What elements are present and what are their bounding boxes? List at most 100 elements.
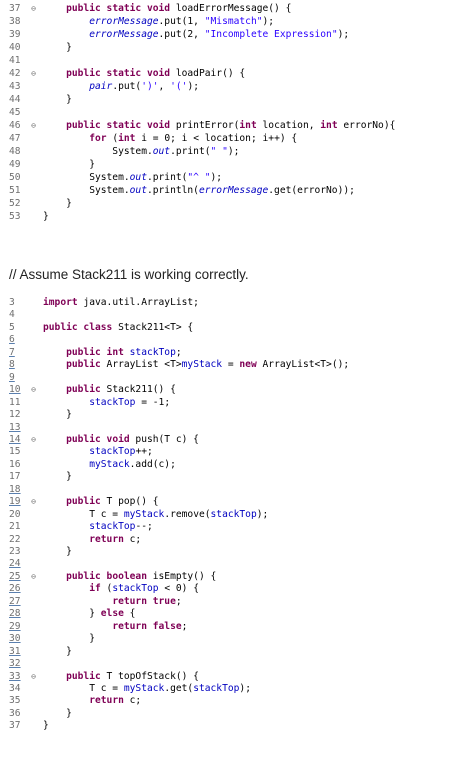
line-number: 38 bbox=[9, 16, 21, 27]
code-token: { bbox=[129, 608, 136, 620]
code-token bbox=[43, 521, 89, 532]
line-number: 8 bbox=[9, 359, 15, 371]
code-text: } bbox=[43, 719, 49, 732]
code-token: location, bbox=[262, 120, 321, 131]
code-text: } bbox=[43, 93, 72, 106]
field-token: out bbox=[152, 146, 171, 157]
code-token: ); bbox=[239, 682, 251, 694]
keyword-token: new bbox=[239, 359, 263, 371]
code-text: import java.util.ArrayList; bbox=[43, 296, 199, 309]
code-text: errorMessage.put(1, "Mismatch"); bbox=[43, 15, 274, 28]
field-token: stackTop bbox=[89, 521, 136, 533]
code-token: System. bbox=[43, 172, 130, 183]
collapse-circle-icon[interactable]: ⊖ bbox=[31, 385, 36, 395]
line-number: 28 bbox=[9, 608, 21, 620]
code-token: .println( bbox=[146, 185, 199, 196]
string-token: ')' bbox=[141, 81, 159, 92]
line-number: 41 bbox=[9, 55, 21, 66]
code-text: } bbox=[43, 41, 72, 54]
code-text: errorMessage.put(2, "Incomplete Expressi… bbox=[43, 28, 349, 41]
code-text: } bbox=[43, 158, 95, 171]
keyword-token: public static void bbox=[66, 3, 176, 14]
line-number: 13 bbox=[9, 421, 21, 433]
field-token: errorMessage bbox=[89, 29, 159, 40]
code-token: ); bbox=[262, 16, 275, 27]
code-token: Stack211<T> { bbox=[118, 321, 194, 333]
code-token: } bbox=[43, 471, 72, 483]
collapse-circle-icon[interactable]: ⊖ bbox=[31, 121, 36, 130]
field-token: myStack bbox=[123, 508, 165, 520]
heading-comment: // Assume Stack211 is working correctly. bbox=[9, 267, 249, 282]
code-token bbox=[43, 81, 89, 92]
code-token bbox=[43, 459, 89, 470]
code-token bbox=[43, 671, 66, 682]
line-number: 39 bbox=[9, 29, 21, 40]
code-text: public boolean isEmpty() { bbox=[43, 570, 216, 583]
code-token: } bbox=[43, 720, 49, 732]
code-token: } bbox=[43, 198, 72, 209]
code-token: } bbox=[43, 409, 72, 421]
collapse-circle-icon[interactable]: ⊖ bbox=[31, 497, 36, 507]
keyword-token: public bbox=[66, 384, 107, 396]
line-number: 29 bbox=[9, 620, 21, 632]
code-text: return false; bbox=[43, 620, 187, 633]
code-token bbox=[43, 496, 66, 507]
code-text: } bbox=[43, 645, 72, 658]
line-number: 48 bbox=[9, 146, 21, 157]
line-number: 5 bbox=[9, 321, 15, 333]
keyword-token: else bbox=[100, 608, 130, 620]
code-token bbox=[43, 359, 66, 370]
code-text: return true; bbox=[43, 595, 181, 608]
code-token: .add(c); bbox=[129, 458, 176, 470]
code-token: } bbox=[43, 633, 95, 645]
string-token: "^ " bbox=[187, 172, 211, 183]
line-number: 36 bbox=[9, 707, 21, 719]
line-number: 34 bbox=[9, 682, 21, 694]
code-token: printError( bbox=[175, 120, 240, 131]
code-token bbox=[43, 384, 66, 395]
code-token: T c = bbox=[43, 508, 124, 520]
code-token: ArrayList <T> bbox=[106, 359, 182, 371]
code-text: public static void printError(int locati… bbox=[43, 119, 395, 132]
code-token: ); bbox=[256, 508, 269, 520]
code-text: myStack.add(c); bbox=[43, 458, 176, 471]
code-token: = bbox=[222, 359, 240, 371]
code-token: loadPair() { bbox=[175, 68, 246, 79]
code-token: isEmpty() { bbox=[152, 570, 217, 582]
code-text: public T pop() { bbox=[43, 495, 158, 508]
code-text: public T topOfStack() { bbox=[43, 670, 199, 683]
collapse-circle-icon[interactable]: ⊖ bbox=[31, 4, 36, 13]
code-token: Stack211() { bbox=[106, 384, 176, 396]
collapse-circle-icon[interactable]: ⊖ bbox=[31, 671, 36, 681]
field-token: out bbox=[129, 172, 147, 183]
code-token: } bbox=[43, 645, 72, 657]
code-token: System. bbox=[43, 185, 130, 196]
code-token: ; bbox=[181, 620, 188, 632]
line-number: 22 bbox=[9, 533, 21, 545]
code-text: } bbox=[43, 707, 72, 720]
code-token bbox=[43, 695, 89, 706]
code-token: push(T c) { bbox=[135, 433, 199, 445]
line-number: 18 bbox=[9, 483, 21, 495]
line-number: 17 bbox=[9, 471, 21, 483]
collapse-circle-icon[interactable]: ⊖ bbox=[31, 434, 36, 444]
line-number: 9 bbox=[9, 371, 15, 383]
keyword-token: int bbox=[320, 120, 344, 131]
code-token: ); bbox=[187, 81, 199, 92]
code-token: } bbox=[43, 94, 72, 105]
string-token: " " bbox=[210, 146, 228, 157]
code-token bbox=[43, 397, 89, 408]
line-number: 23 bbox=[9, 546, 21, 557]
line-number: 19 bbox=[9, 496, 21, 508]
code-token: .put(2, bbox=[158, 29, 205, 40]
keyword-token: return false bbox=[112, 620, 182, 632]
line-number: 51 bbox=[9, 185, 21, 196]
keyword-token: public bbox=[66, 670, 107, 682]
collapse-circle-icon[interactable]: ⊖ bbox=[31, 69, 36, 78]
keyword-token: public int bbox=[66, 346, 130, 358]
code-token: } bbox=[43, 42, 72, 53]
code-token bbox=[43, 120, 66, 131]
collapse-circle-icon[interactable]: ⊖ bbox=[31, 571, 36, 581]
code-token: ++; bbox=[135, 446, 153, 458]
code-text: if (stackTop < 0) { bbox=[43, 582, 199, 595]
